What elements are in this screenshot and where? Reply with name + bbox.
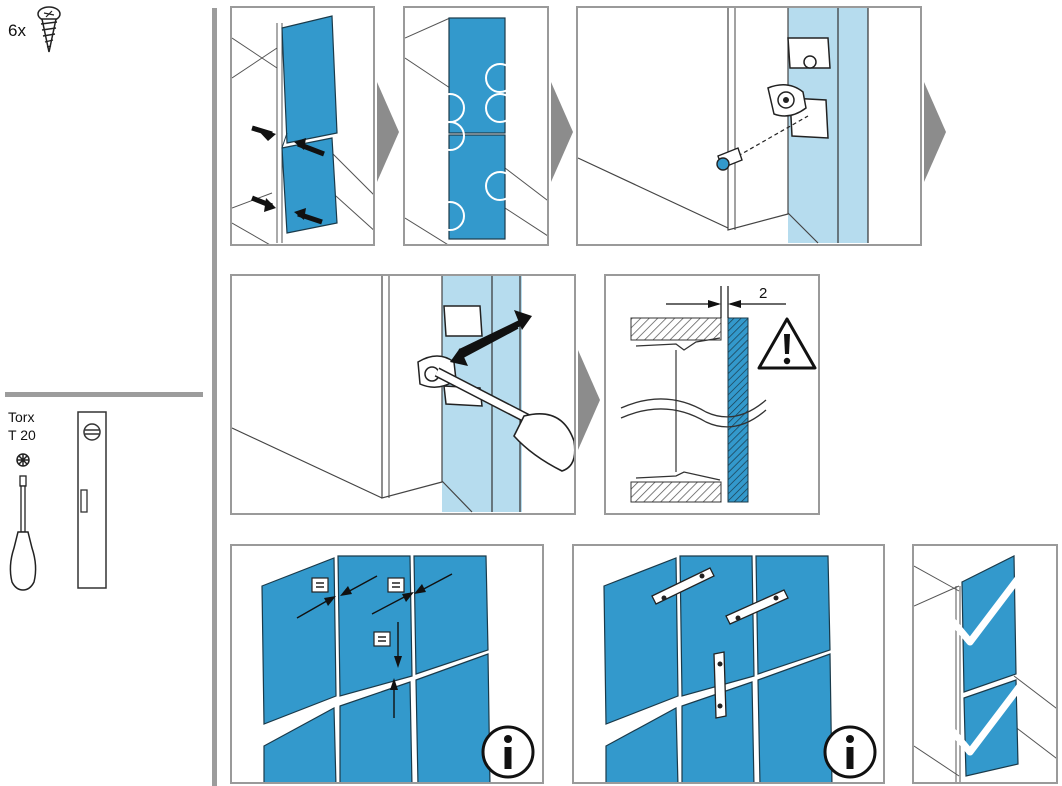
spacer-gauge-icon bbox=[77, 411, 107, 589]
screw-count-label: 6x bbox=[8, 21, 26, 40]
gap-dimension-label: 2 bbox=[759, 285, 768, 302]
step-2-panel bbox=[403, 6, 549, 246]
step-arrow-3 bbox=[924, 82, 946, 182]
checkmark-icon bbox=[946, 572, 1024, 646]
tool-name-label: Torx bbox=[8, 409, 35, 425]
step-6-panel bbox=[230, 544, 544, 784]
step-5-panel: 2 bbox=[604, 274, 820, 515]
checkmark-icon bbox=[946, 682, 1024, 756]
tool-size-label: T 20 bbox=[8, 427, 36, 443]
info-icon bbox=[481, 725, 535, 779]
vertical-divider bbox=[212, 8, 217, 786]
step-8-panel bbox=[912, 544, 1058, 784]
step-4-panel bbox=[230, 274, 576, 515]
info-icon bbox=[823, 725, 877, 779]
sidebar-divider bbox=[5, 392, 203, 397]
step-7-panel bbox=[572, 544, 885, 784]
screwdriver-icon bbox=[9, 453, 37, 591]
warning-triangle-icon bbox=[757, 317, 817, 370]
screw-icon bbox=[37, 6, 61, 53]
step-arrow-2 bbox=[551, 82, 573, 182]
step-arrow-4 bbox=[578, 350, 600, 450]
step-1-panel bbox=[230, 6, 375, 246]
step-3-panel bbox=[576, 6, 922, 246]
step-arrow-1 bbox=[377, 82, 399, 182]
